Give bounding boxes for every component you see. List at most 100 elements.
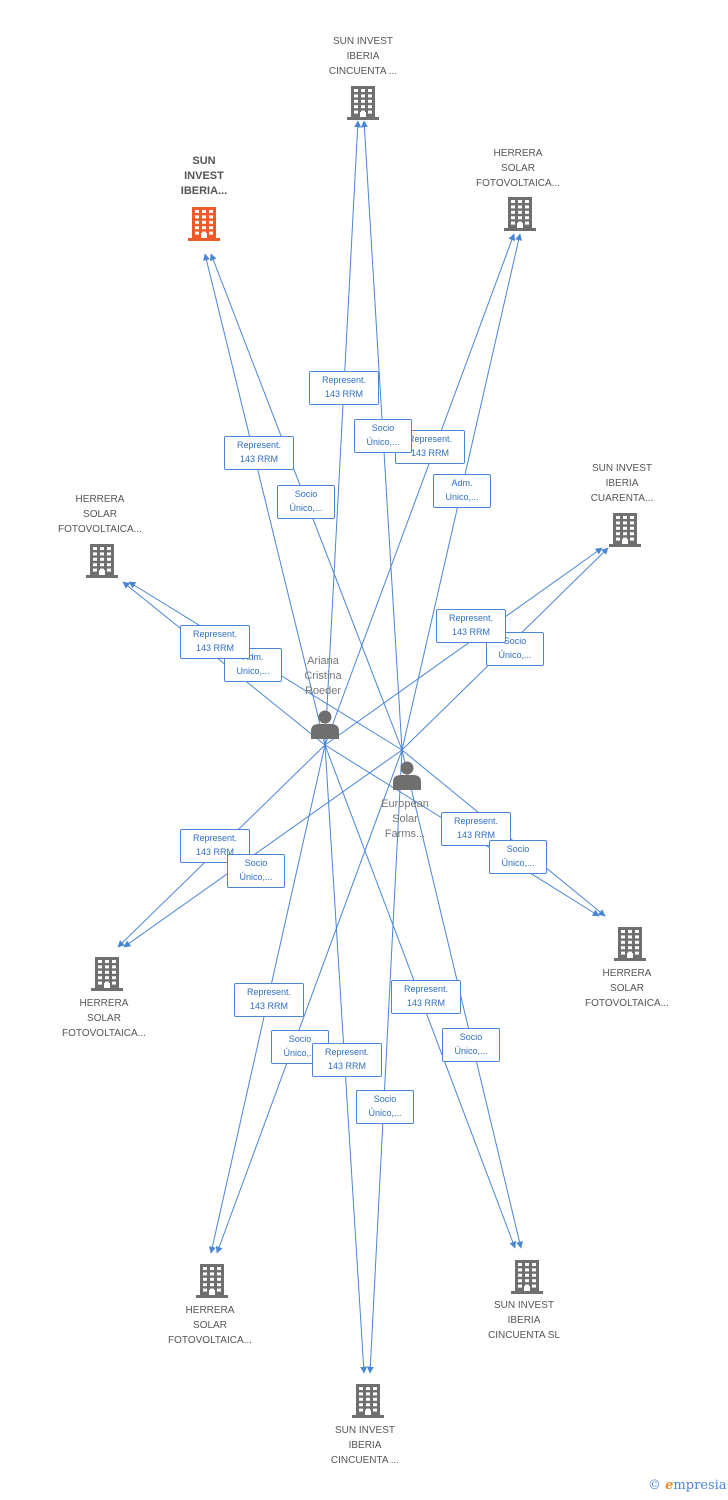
building-icon[interactable] [196, 1264, 228, 1298]
edge-line [324, 547, 603, 746]
person-label-line: Roeder [304, 685, 342, 697]
company-label-line: SOLAR [83, 509, 117, 520]
company-label-line: IBERIA [348, 1440, 382, 1451]
company-label-line: FOTOVOLTAICA... [585, 998, 669, 1009]
building-icon[interactable] [352, 1384, 384, 1418]
edge-label-box[interactable]: Represent.143 RRM [436, 609, 506, 643]
company-label-line: FOTOVOLTAICA... [62, 1028, 146, 1039]
edge-label-box[interactable]: Represent. 143 RRM [224, 436, 294, 470]
edge-line [324, 233, 516, 746]
edge-label-line: 143 RRM [327, 1061, 366, 1071]
edge-label-line: 143 RRM [239, 454, 278, 464]
company-label-line: FOTOVOLTAICA... [168, 1335, 252, 1346]
empresia-logo[interactable]: © empresia [648, 1478, 727, 1493]
edge-label-line: Adm. [451, 478, 473, 488]
edge-label-line: Represent. [324, 1047, 370, 1057]
copyright-symbol: © [648, 1478, 661, 1493]
edge-label-line: 143 RRM [195, 847, 234, 857]
company-label-line: HERRERA [493, 148, 543, 159]
company-label-line: SOLAR [87, 1013, 121, 1024]
edge-label-line: Socio [503, 636, 527, 646]
edge-label-line: 143 RRM [249, 1001, 288, 1011]
edge-label-line: Represent. [403, 984, 449, 994]
building-icon[interactable] [511, 1260, 543, 1294]
building-icon[interactable] [614, 927, 646, 961]
company-label[interactable]: HERRERA SOLAR FOTOVOLTAICA... [44, 996, 164, 1041]
person-label-line: Ariana [307, 655, 339, 667]
building-icon[interactable] [347, 86, 379, 120]
edge-label-line: Socio [373, 1094, 397, 1104]
company-label-line: FOTOVOLTAICA... [58, 524, 142, 535]
company-label-line: CINCUENTA SL [487, 1330, 561, 1341]
edge-label-box[interactable]: Adm.Unico,... [224, 648, 282, 682]
edge-label-box[interactable]: Represent.143 RRM [309, 371, 379, 405]
edge-line [123, 749, 403, 948]
edge-label-line: Único,... [368, 1108, 402, 1118]
company-label[interactable]: HERRERA SOLAR FOTOVOLTAICA... [40, 492, 160, 537]
person-icon[interactable] [393, 761, 421, 791]
edge-label-line: Socio [506, 844, 530, 854]
edge-label-line: 143 RRM [456, 830, 495, 840]
edge-label-line: Único,... [289, 503, 323, 513]
person-icon[interactable] [311, 710, 339, 740]
edge-line [401, 749, 523, 1249]
company-label-line: HERRERA [75, 494, 125, 505]
edge-label-line: Único,... [498, 650, 532, 660]
edge-label-line: 143 RRM [451, 627, 490, 637]
edge-label-line: Socio [371, 423, 395, 433]
edge-label-line: Represent. [192, 629, 238, 639]
edge-label-line: Socio [459, 1032, 483, 1042]
edge-label-line: Represent. [236, 440, 282, 450]
edge-label-line: Único,... [239, 872, 273, 882]
edge-label-line: Represent. [407, 434, 453, 444]
edge-label-box[interactable]: Represent.143 RRM [441, 812, 511, 846]
edge-label-box[interactable]: Represent. 143 RRM [312, 1043, 382, 1077]
edge-label-line: Represent. [246, 987, 292, 997]
building-icon[interactable] [504, 197, 536, 231]
edge-label-box[interactable]: Represent.143 RRM [180, 625, 250, 659]
company-label-line: HERRERA [79, 998, 129, 1009]
company-label-line: SUN INVEST [591, 463, 652, 474]
edge-label-line: Adm. [242, 652, 264, 662]
person-label-line: Cristina [304, 670, 342, 682]
edge-line [324, 120, 362, 746]
edge-label-line: Unico,... [445, 492, 479, 502]
brand-name: mpresia [673, 1478, 727, 1493]
edge-label-line: Único,... [283, 1048, 317, 1058]
edge-label-box[interactable]: Adm. Unico,... [433, 474, 491, 508]
edge-label-box[interactable]: Represent.143 RRM [391, 980, 461, 1014]
building-icon[interactable] [188, 207, 220, 241]
brand-e: e [665, 1478, 674, 1493]
edge-label-box[interactable]: Represent. 143 RRM [234, 983, 304, 1017]
company-label-line: CINCUENTA ... [328, 66, 398, 77]
company-label-line: HERRERA [602, 968, 652, 979]
edge-label-line: 143 RRM [324, 389, 363, 399]
company-label-line: SUN [192, 155, 216, 167]
building-icon[interactable] [91, 957, 123, 991]
person-label-line: European [381, 798, 429, 810]
person-label-line: Farms... [384, 828, 426, 840]
company-label-line: SUN INVEST [332, 36, 393, 47]
building-icon[interactable] [609, 513, 641, 547]
company-label-line: FOTOVOLTAICA... [476, 178, 560, 189]
edge-label-line: 143 RRM [410, 448, 449, 458]
company-label-line: IBERIA... [180, 185, 228, 197]
building-icon[interactable] [86, 544, 118, 578]
